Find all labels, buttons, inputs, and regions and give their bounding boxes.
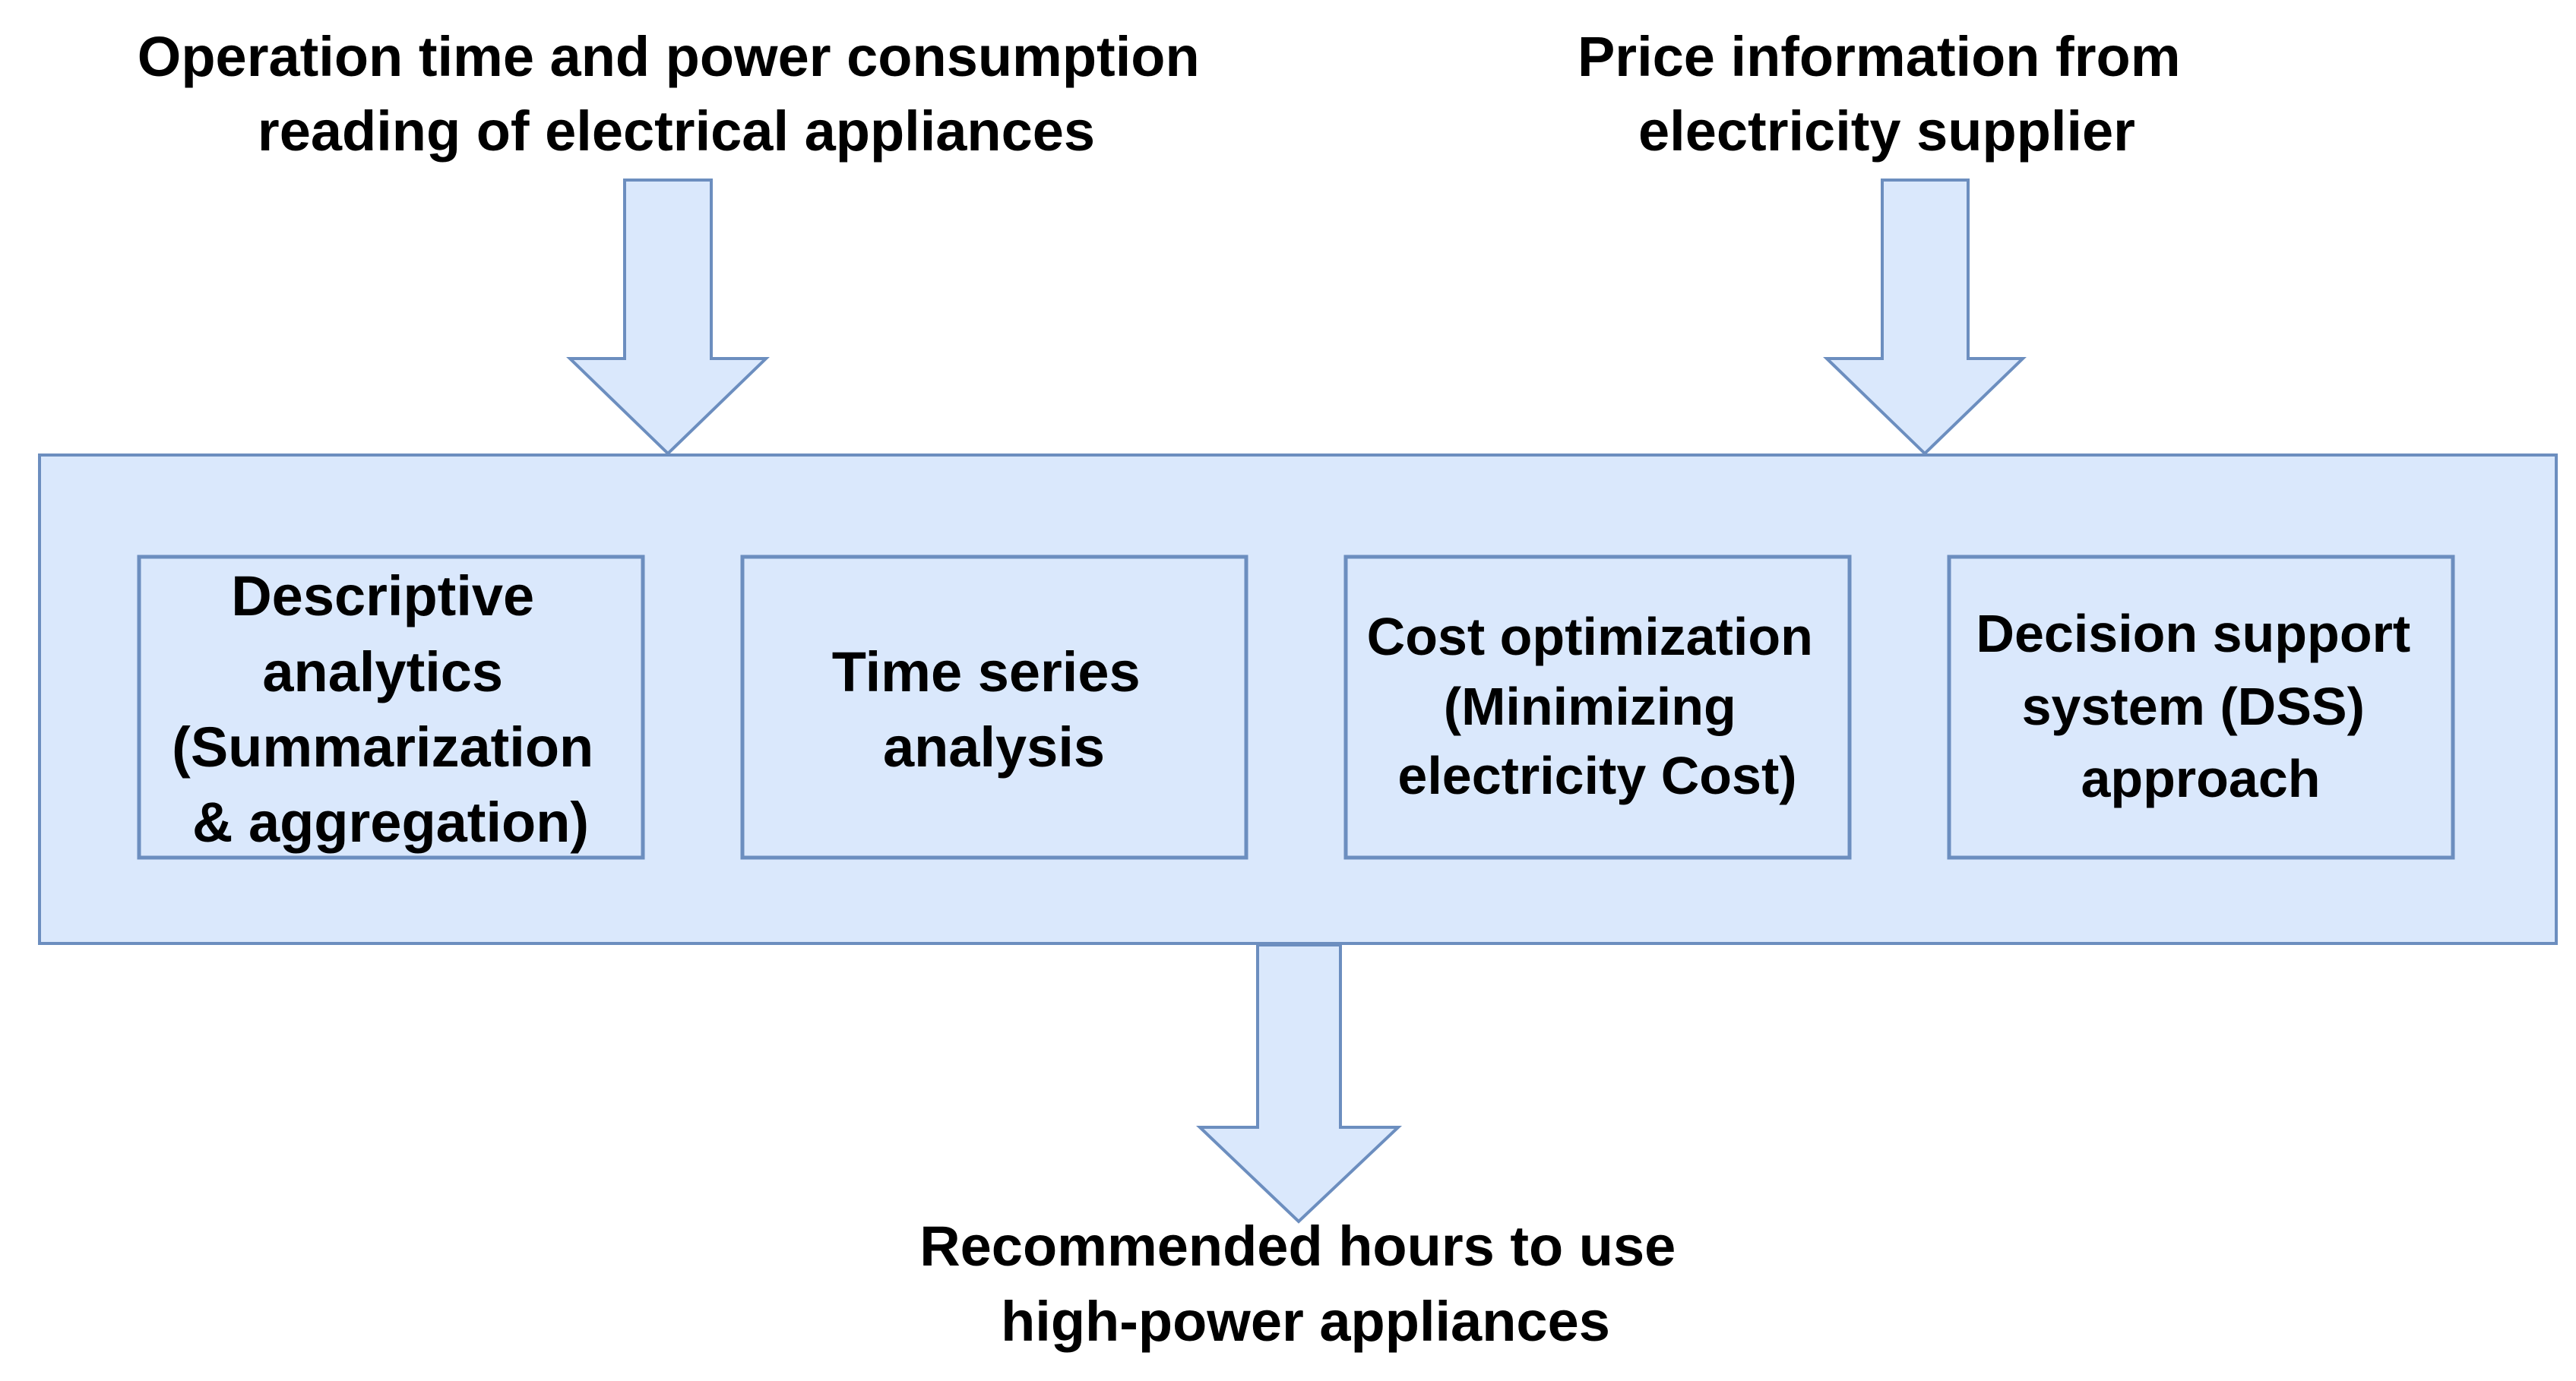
descriptive-analytics-label: Descriptive analytics (Summarization & a… [172, 564, 609, 854]
descriptive-analytics-line-3: (Summarization [172, 716, 593, 779]
descriptive-analytics-line-2: analytics [262, 640, 503, 703]
price-information-line-1: Price information from [1578, 25, 2181, 88]
price-information-line-2: electricity supplier [1638, 100, 2135, 163]
recommended-hours-arrow [1196, 943, 1403, 1224]
decision-support-system-line-3: approach [2081, 749, 2320, 808]
appliance-readings-line-1: Operation time and power consumption [138, 25, 1200, 88]
cost-optimization-line-3: electricity Cost) [1397, 746, 1796, 805]
time-series-analysis-label: Time series analysis [832, 640, 1156, 779]
time-series-analysis-line-1: Time series [832, 640, 1141, 703]
cost-optimization-box [1343, 555, 1852, 860]
decision-support-system-line-1: Decision support [1976, 604, 2410, 663]
decision-support-system-box [1947, 555, 2455, 860]
appliance-readings-label: Operation time and power consumption rea… [138, 25, 1215, 163]
descriptive-analytics-box [137, 555, 645, 860]
recommended-hours-line-2: high-power appliances [1001, 1290, 1610, 1353]
time-series-analysis-box [740, 555, 1248, 860]
price-information-arrow [1823, 179, 2027, 456]
appliance-readings-line-2: reading of electrical appliances [258, 100, 1095, 163]
time-series-analysis-line-2: analysis [883, 716, 1105, 779]
decision-support-system-line-2: system (DSS) [2022, 677, 2365, 736]
decision-support-system-label: Decision support system (DSS) approach [1976, 604, 2425, 808]
appliance-readings-arrow [566, 179, 770, 456]
cost-optimization-label: Cost optimization (Minimizing electricit… [1367, 607, 1828, 805]
cost-optimization-line-1: Cost optimization [1367, 607, 1813, 666]
descriptive-analytics-line-4: & aggregation) [192, 791, 589, 854]
cost-optimization-line-2: (Minimizing [1444, 677, 1736, 736]
recommended-hours-line-1: Recommended hours to use [919, 1215, 1676, 1278]
descriptive-analytics-line-1: Descriptive [231, 564, 534, 627]
price-information-label: Price information from electricity suppl… [1578, 25, 2196, 163]
recommended-hours-label: Recommended hours to use high-power appl… [919, 1215, 1691, 1353]
